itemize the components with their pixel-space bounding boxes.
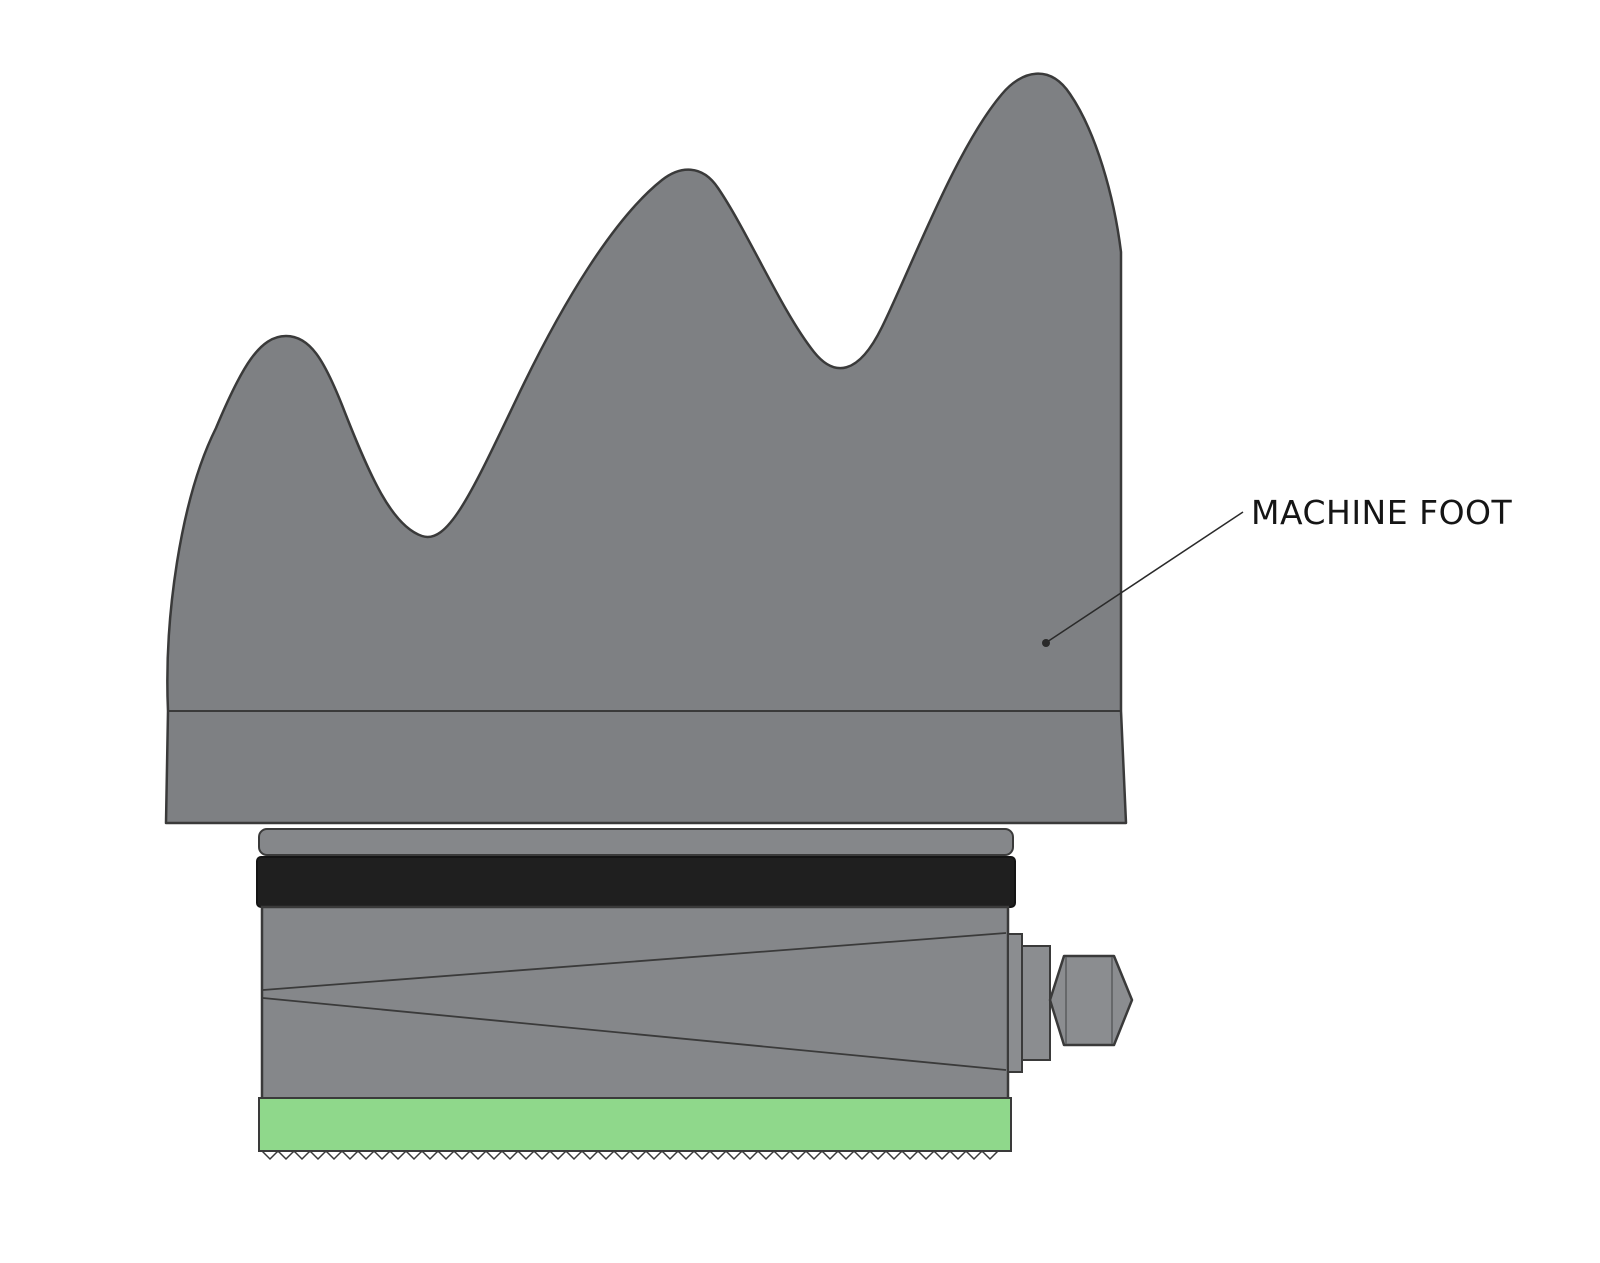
mount-wedge-body (260, 905, 1010, 1101)
mount-top-washer (258, 828, 1014, 856)
wedge-seam-lower-line (262, 997, 1007, 1071)
hex-nut-facet-lines (1065, 957, 1113, 1044)
wedge-seam-upper-line (262, 932, 1007, 991)
leader-dot (1042, 639, 1050, 647)
base-pad (258, 1097, 1012, 1152)
spindle-boss (1021, 945, 1051, 1061)
leader-line (1046, 511, 1244, 643)
machine-foot-shape (164, 72, 1128, 825)
hex-nut (1048, 954, 1134, 1047)
mount-locking-band (256, 856, 1016, 908)
machine-foot-label: MACHINE FOOT (1251, 493, 1513, 532)
base-pad-serrations (261, 1149, 1010, 1161)
spindle-flange (1007, 933, 1023, 1073)
